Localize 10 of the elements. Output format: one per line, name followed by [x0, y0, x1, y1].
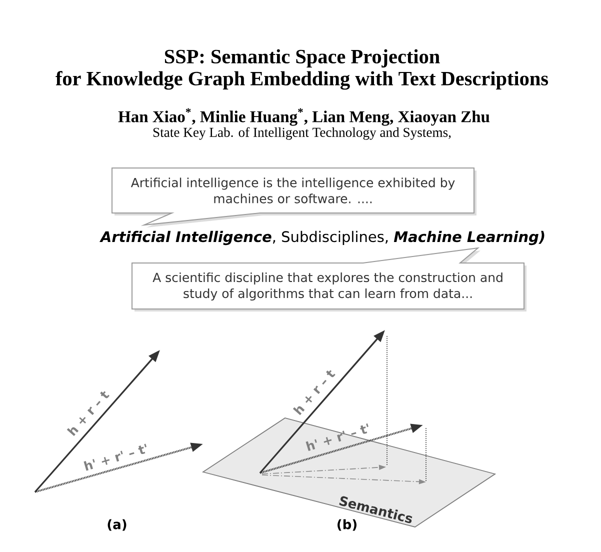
vector-label: h' + r' – t' — [84, 444, 147, 471]
triple-text: Artificial Intelligence, Subdisciplines, Machine Learning) — [100, 230, 544, 246]
speech-bubble: A scientific discipline that explores the construction and study of algorithms that can learn from data... — [132, 247, 526, 312]
speech-bubble: Artificial intelligence is the intelligence exhibited by machines or software. .... — [112, 168, 476, 228]
vector-label: h' + r' – t' — [306, 423, 368, 451]
author-line: Han Xiao$^{*}$, Minlie Huang$^{*}$, Lian Meng, Xiaoyan Zhu — [118, 108, 490, 126]
vector-label: h + r – t — [66, 391, 110, 436]
affiliation-text: State Key Lab. of Intelligent Technology and Systems, — [153, 127, 451, 140]
title: SSP: Semantic Space Projection for Knowledge Graph Embedding with Text Descriptions — [56, 49, 548, 90]
panel-label: (a) — [108, 519, 126, 531]
